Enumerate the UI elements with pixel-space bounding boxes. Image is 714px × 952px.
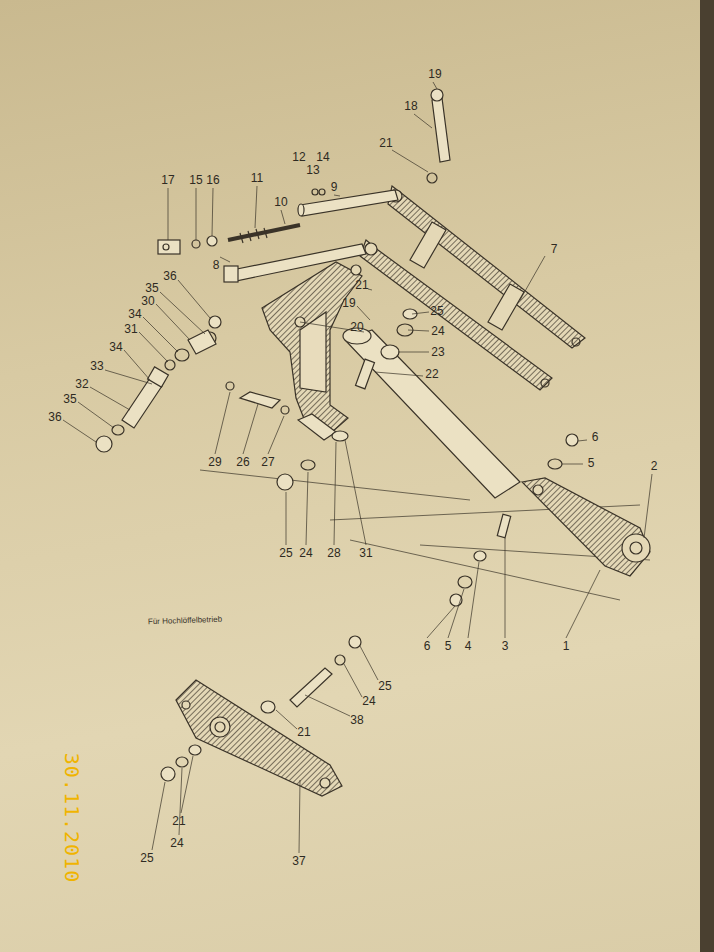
callout-number: 8 xyxy=(213,259,220,271)
callout-number: 24 xyxy=(362,695,375,707)
callout-number: 18 xyxy=(404,100,417,112)
callout-number: 29 xyxy=(208,456,221,468)
callout-number: 20 xyxy=(350,321,363,333)
callout-number: 35 xyxy=(145,282,158,294)
callout-number: 25 xyxy=(378,680,391,692)
callout-number: 25 xyxy=(140,852,153,864)
callout-number: 3 xyxy=(502,640,509,652)
callout-number: 25 xyxy=(279,547,292,559)
callout-number: 19 xyxy=(428,68,441,80)
callout-number: 16 xyxy=(206,174,219,186)
callout-number: 6 xyxy=(592,431,599,443)
callout-number: 37 xyxy=(292,855,305,867)
callout-number: 11 xyxy=(251,172,263,184)
callout-number: 31 xyxy=(124,323,137,335)
callout-number: 2 xyxy=(651,460,658,472)
date-stamp: 30.11.2010 xyxy=(62,753,82,883)
callout-number: 6 xyxy=(424,640,431,652)
callout-number: 24 xyxy=(299,547,312,559)
callout-number: 24 xyxy=(170,837,183,849)
callout-number: 21 xyxy=(172,815,185,827)
callout-number: 38 xyxy=(350,714,363,726)
callout-number: 21 xyxy=(355,279,368,291)
callout-number: 33 xyxy=(90,360,103,372)
callout-number: 5 xyxy=(588,457,595,469)
callout-number: 10 xyxy=(274,196,287,208)
callout-number: 15 xyxy=(189,174,202,186)
callout-number: 27 xyxy=(261,456,274,468)
callout-number: 23 xyxy=(431,346,444,358)
callout-number: 17 xyxy=(161,174,174,186)
callout-number: 31 xyxy=(359,547,372,559)
callout-number: 24 xyxy=(431,325,444,337)
callout-number: 9 xyxy=(331,181,338,193)
callout-number: 1 xyxy=(563,640,570,652)
callout-number: 21 xyxy=(379,137,392,149)
callout-number: 5 xyxy=(445,640,452,652)
callout-number: 28 xyxy=(327,547,340,559)
callout-number: 14 xyxy=(316,151,329,163)
callout-number: 22 xyxy=(425,368,438,380)
callout-number: 21 xyxy=(297,726,310,738)
callout-number: 36 xyxy=(48,411,61,423)
callout-number: 34 xyxy=(128,308,141,320)
callout-number: 30 xyxy=(141,295,154,307)
callout-number: 13 xyxy=(306,164,319,176)
callout-number: 25 xyxy=(430,305,443,317)
callout-number: 7 xyxy=(551,243,558,255)
callout-number: 26 xyxy=(236,456,249,468)
callout-number: 12 xyxy=(292,151,305,163)
callout-number: 19 xyxy=(342,297,355,309)
callout-number: 34 xyxy=(109,341,122,353)
caption-note: Für Hochlöffelbetrieb xyxy=(148,616,222,627)
callout-number: 4 xyxy=(465,640,472,652)
callout-number: 36 xyxy=(163,270,176,282)
callout-number: 32 xyxy=(75,378,88,390)
callout-number: 35 xyxy=(63,393,76,405)
